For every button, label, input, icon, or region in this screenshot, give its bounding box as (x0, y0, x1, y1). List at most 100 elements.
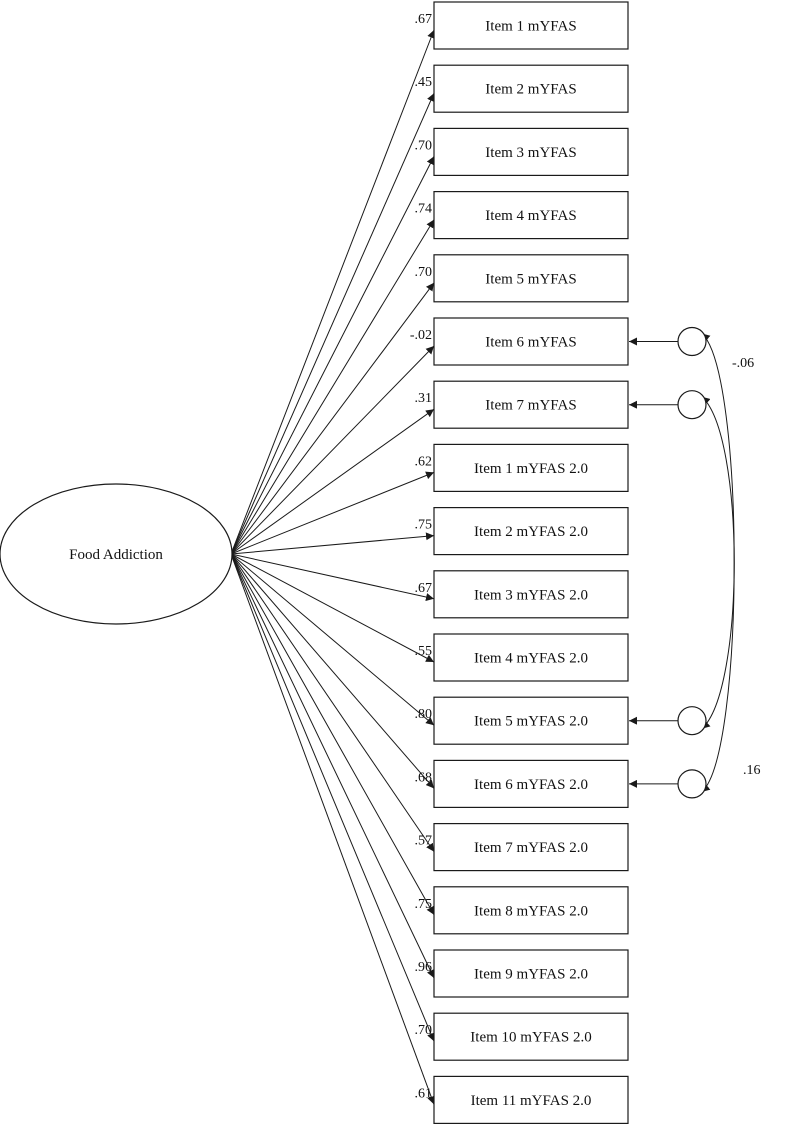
item-node-2: Item 2 mYFAS (433, 64, 629, 113)
item-node-18: Item 11 mYFAS 2.0 (433, 1075, 629, 1124)
item-label-14: Item 7 mYFAS 2.0 (474, 840, 588, 856)
item-box-16 (433, 949, 629, 998)
covariance-label-2: .16 (743, 763, 761, 778)
loading-arrow-3 (230, 156, 435, 555)
item-label-6: Item 6 mYFAS (485, 335, 576, 351)
loading-arrow-12 (230, 553, 435, 726)
loading-paths (230, 29, 435, 1105)
item-box-7 (433, 380, 629, 429)
item-node-1: Item 1 mYFAS (433, 1, 629, 50)
loading-arrow-5 (230, 282, 435, 555)
item-node-8: Item 1 mYFAS 2.0 (433, 443, 629, 492)
loading-arrow-14 (230, 553, 435, 852)
item-label-3: Item 3 mYFAS (485, 145, 576, 161)
loading-arrow-1 (230, 29, 435, 555)
loading-arrow-13 (230, 553, 435, 789)
loading-value-16: .96 (415, 960, 433, 975)
item-node-12: Item 5 mYFAS 2.0 (433, 696, 629, 745)
item-box-1 (433, 1, 629, 50)
item-node-14: Item 7 mYFAS 2.0 (433, 822, 629, 872)
item-box-12 (433, 696, 629, 745)
item-label-10: Item 3 mYFAS 2.0 (474, 587, 588, 603)
loading-arrow-2 (230, 92, 435, 555)
item-node-17: Item 10 mYFAS 2.0 (433, 1012, 629, 1061)
item-box-8 (433, 443, 629, 492)
item-node-5: Item 5 mYFAS (433, 254, 629, 303)
loading-value-1: .67 (415, 12, 433, 27)
loading-value-8: .62 (415, 454, 433, 469)
loading-value-18: .61 (415, 1086, 433, 1101)
item-label-11: Item 4 mYFAS 2.0 (474, 651, 588, 667)
latent-factor: Food Addiction (0, 483, 233, 625)
item-node-3: Item 3 mYFAS (433, 127, 629, 176)
loading-value-15: .75 (415, 897, 433, 912)
covariance-arrow-2 (701, 396, 735, 730)
loading-arrow-16 (230, 553, 435, 979)
loading-arrow-15 (230, 553, 435, 916)
item-node-10: Item 3 mYFAS 2.0 (433, 570, 629, 619)
loading-arrow-4 (230, 219, 435, 555)
error-term-item-7 (677, 390, 707, 420)
loading-value-13: .68 (415, 770, 433, 785)
item-label-4: Item 4 mYFAS (485, 208, 576, 224)
item-node-16: Item 9 mYFAS 2.0 (433, 949, 629, 998)
item-label-18: Item 11 mYFAS 2.0 (471, 1093, 592, 1109)
loading-arrow-11 (230, 553, 435, 663)
item-box-4 (433, 191, 629, 240)
item-nodes: Item 1 mYFAS Item 2 mYFAS Item 3 mYFAS Item… (433, 1, 629, 1124)
item-box-15 (433, 886, 629, 935)
item-label-16: Item 9 mYFAS 2.0 (474, 967, 588, 983)
item-box-6 (433, 317, 629, 366)
loading-value-7: .31 (415, 391, 433, 406)
error-paths (629, 337, 678, 788)
item-label-9: Item 2 mYFAS 2.0 (474, 524, 588, 540)
loading-value-5: .70 (415, 265, 433, 280)
item-box-2 (433, 64, 629, 113)
item-label-5: Item 5 mYFAS (485, 271, 576, 287)
loading-arrow-6 (230, 345, 435, 555)
item-box-9 (433, 507, 629, 556)
item-node-6: Item 6 mYFAS (433, 317, 629, 366)
item-node-11: Item 4 mYFAS 2.0 (433, 633, 629, 682)
item-label-17: Item 10 mYFAS 2.0 (470, 1030, 591, 1046)
item-box-13 (433, 759, 629, 809)
loading-value-12: .80 (415, 707, 433, 722)
loading-arrow-10 (230, 553, 435, 601)
item-box-3 (433, 127, 629, 176)
loading-arrow-7 (230, 408, 435, 555)
item-label-12: Item 5 mYFAS 2.0 (474, 714, 588, 730)
covariance-label-1: -.06 (732, 356, 754, 371)
latent-label: Food Addiction (69, 547, 163, 563)
loading-value-3: .70 (415, 138, 433, 153)
loading-arrow-18 (230, 553, 435, 1105)
loading-arrow-8 (230, 471, 435, 555)
item-label-7: Item 7 mYFAS (485, 398, 576, 414)
loading-value-4: .74 (415, 202, 433, 217)
loading-arrow-17 (230, 553, 435, 1042)
item-node-9: Item 2 mYFAS 2.0 (433, 507, 629, 556)
item-box-5 (433, 254, 629, 303)
item-box-14 (433, 822, 629, 872)
item-node-4: Item 4 mYFAS (433, 191, 629, 240)
item-label-8: Item 1 mYFAS 2.0 (474, 461, 588, 477)
item-node-15: Item 8 mYFAS 2.0 (433, 886, 629, 935)
item-node-7: Item 7 mYFAS (433, 380, 629, 429)
error-term-item-12 (677, 706, 707, 736)
item-box-17 (433, 1012, 629, 1061)
error-nodes (677, 326, 707, 799)
item-box-18 (433, 1075, 629, 1124)
loading-labels: .67.45.70.74.70-.02.31.62.75.67.55.80.68… (410, 12, 432, 1101)
item-label-15: Item 8 mYFAS 2.0 (474, 903, 588, 919)
latent-ellipse (0, 483, 233, 625)
item-label-2: Item 2 mYFAS (485, 82, 576, 98)
loading-value-6: -.02 (410, 328, 432, 343)
loading-value-10: .67 (415, 581, 433, 596)
loading-value-14: .57 (415, 834, 433, 849)
error-term-item-6 (677, 326, 707, 357)
loading-value-2: .45 (415, 75, 433, 90)
item-label-1: Item 1 mYFAS (485, 19, 576, 35)
item-node-13: Item 6 mYFAS 2.0 (433, 759, 629, 809)
item-label-13: Item 6 mYFAS 2.0 (474, 777, 588, 793)
item-box-11 (433, 633, 629, 682)
